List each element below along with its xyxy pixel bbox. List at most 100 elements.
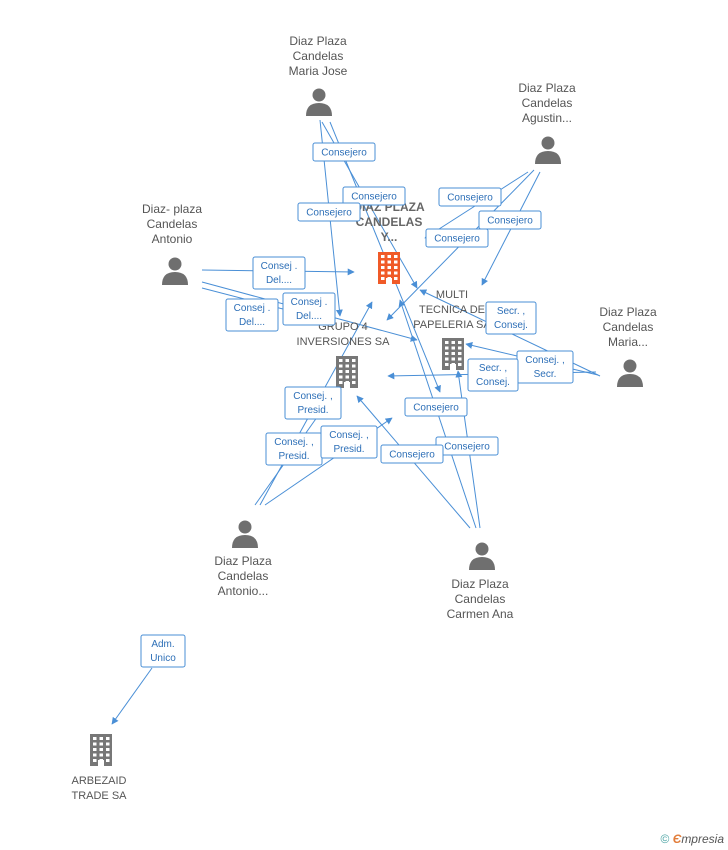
node-c_main[interactable]: DIAZ PLAZACANDELASY... [353, 200, 425, 284]
building-window [458, 341, 462, 344]
edge-label-e9[interactable]: Consej .Del.... [225, 298, 279, 332]
building-window [394, 271, 398, 275]
building-window [394, 266, 398, 269]
edge-label-box [312, 142, 376, 162]
edge-label-e4[interactable]: Consejero [438, 187, 502, 207]
person-body [469, 557, 495, 570]
node-p_antonio2[interactable]: Diaz PlazaCandelasAntonio... [214, 520, 272, 599]
edge-label-e11[interactable]: Consej. ,Secr. [516, 350, 574, 384]
edge-label-e7[interactable]: Consej .Del.... [252, 256, 306, 290]
building-window [387, 266, 391, 269]
person-head [475, 542, 489, 556]
copyright-icon: © [660, 832, 670, 846]
edge-label-box [425, 228, 489, 248]
node-label-line: TRADE SA [71, 790, 127, 802]
node-label-line: Carmen Ana [447, 607, 514, 621]
building-window [451, 357, 455, 361]
building-window [106, 753, 110, 757]
node-label-line: Candelas [455, 592, 506, 606]
building-window [345, 364, 349, 368]
building-window [458, 346, 462, 350]
edge-label-text: Adm. [151, 639, 174, 650]
edge-label-e14[interactable]: Consej. ,Presid. [265, 432, 323, 466]
edge-label-e17[interactable]: Consejero [435, 436, 499, 456]
person-body [162, 272, 188, 285]
edge-label-text: Presid. [297, 405, 328, 416]
building-window [381, 271, 385, 275]
edge-label-e8[interactable]: Consej .Del.... [282, 292, 336, 326]
building-window [339, 375, 343, 379]
building-window [381, 260, 385, 264]
edge-label-e13[interactable]: Consej. ,Presid. [284, 386, 342, 420]
building-window [93, 753, 97, 757]
node-label-line: Diaz Plaza [214, 554, 272, 568]
edge-label-text: Consej. [494, 320, 528, 331]
edge-label-text: Secr. , [479, 363, 507, 374]
edge-label-box [140, 634, 186, 668]
building-window [387, 260, 391, 264]
edge-label-text: Unico [150, 653, 176, 664]
edge-label-e2[interactable]: Consejero [342, 186, 406, 206]
node-p_maria[interactable]: Diaz PlazaCandelasMaria... [599, 305, 657, 387]
edge-label-e12[interactable]: Secr. , Consej. [467, 358, 519, 392]
edge-label-text: Consejero [351, 192, 397, 203]
building-window [445, 346, 449, 350]
edge-label-text: Consejero [444, 442, 490, 453]
edge-label-e18[interactable]: Consejero [380, 444, 444, 464]
edge-label-text: Consej. [476, 377, 510, 388]
edge-label-text: Secr. , [497, 306, 525, 317]
node-label-line: Candelas [147, 217, 198, 231]
building-icon [336, 356, 358, 388]
building-window [106, 742, 110, 746]
edge-label-box [252, 256, 306, 290]
person-head [238, 520, 252, 534]
edge-label-e3[interactable]: Consejero [297, 202, 361, 222]
person-body [232, 535, 258, 548]
edge-label-text: Presid. [278, 451, 309, 462]
edge-label-box [478, 210, 542, 230]
edge-label-e10[interactable]: Secr. , Consej. [485, 301, 537, 335]
edge-label-e1[interactable]: Consejero [312, 142, 376, 162]
person-head [541, 136, 555, 150]
edge-label-box [282, 292, 336, 326]
edge-label-text: Del.... [296, 311, 322, 322]
edge-label-e15[interactable]: Consej. ,Presid. [320, 425, 378, 459]
building-window [93, 742, 97, 746]
building-window [458, 357, 462, 361]
node-label-line: PAPELERIA SA [413, 319, 491, 331]
building-icon [442, 338, 464, 370]
node-label-line: TECNICA DE [419, 304, 485, 316]
edge-label-e19[interactable]: Adm. Unico [140, 634, 186, 668]
node-label-line: Candelas [603, 320, 654, 334]
building-window [451, 341, 455, 344]
building-window [387, 271, 391, 275]
building-window [339, 359, 343, 362]
brand-footer[interactable]: © Єmpresia [661, 832, 725, 846]
person-body [535, 151, 561, 164]
node-label-line: Diaz- plaza [142, 202, 202, 216]
edge-label-text: Consej . [234, 303, 271, 314]
building-door [386, 278, 392, 284]
building-window [339, 370, 343, 373]
building-window [345, 375, 349, 379]
node-label-line: Agustin... [522, 111, 572, 125]
edge-line [111, 667, 153, 725]
node-p_agustin[interactable]: Diaz PlazaCandelasAgustin... [518, 81, 576, 164]
edge-label-e16[interactable]: Consejero [404, 397, 468, 417]
building-window [458, 363, 462, 366]
edge-label-e6[interactable]: Consejero [425, 228, 489, 248]
brand-logo-initial: Є [672, 832, 682, 846]
edge-label-text: Secr. [534, 369, 557, 380]
building-window [345, 370, 349, 373]
building-window [99, 737, 103, 740]
building-window [106, 737, 110, 740]
edge-label-e5[interactable]: Consejero [478, 210, 542, 230]
building-window [394, 255, 398, 258]
